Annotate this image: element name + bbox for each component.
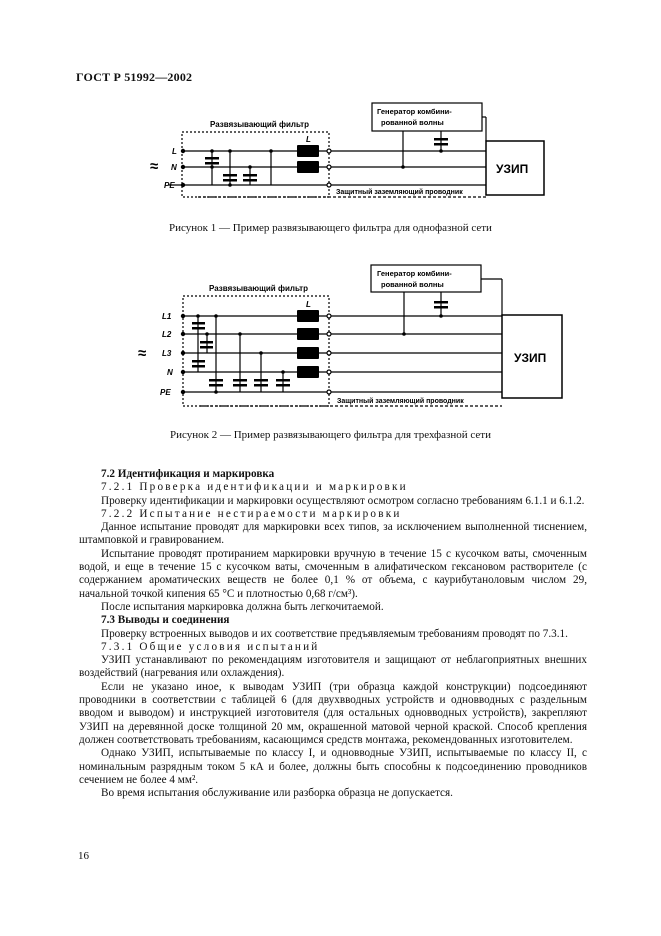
figure-2: Развязывающий фильтр Генератор комбини- … bbox=[0, 260, 661, 410]
body-text: 7.2 Идентификация и маркировка 7.2.1 Про… bbox=[79, 468, 587, 800]
line-label-l1: L1 bbox=[162, 312, 172, 321]
line-label-pe: PE bbox=[160, 388, 171, 397]
ac-symbol: ≈ bbox=[150, 158, 158, 175]
line-label-l: L bbox=[172, 147, 177, 156]
paragraph: Испытание проводят протиранием маркировк… bbox=[79, 547, 587, 600]
paragraph: Данное испытание проводят для маркировки… bbox=[79, 521, 587, 547]
line-label-n: N bbox=[171, 163, 177, 172]
paragraph: Проверку идентификации и маркировки осущ… bbox=[101, 494, 585, 507]
inductor bbox=[297, 145, 319, 157]
device-label: УЗИП bbox=[496, 162, 528, 176]
paragraph: После испытания маркировка должна быть л… bbox=[101, 600, 384, 613]
document-code: ГОСТ Р 51992—2002 bbox=[76, 70, 193, 84]
section-heading: 7.3 Выводы и соединения bbox=[101, 614, 230, 627]
page-number: 16 bbox=[78, 850, 89, 862]
subsection-heading: 7.3.1 Общие условия испытаний bbox=[101, 640, 320, 653]
line-label-n: N bbox=[167, 368, 173, 377]
paragraph: Однако УЗИП, испытываемые по классу I, и… bbox=[79, 747, 587, 786]
device-label: УЗИП bbox=[514, 351, 546, 365]
figure-1-diagram: Развязывающий фильтр Генератор комбини- … bbox=[150, 102, 545, 198]
generator-label: рованной волны bbox=[381, 280, 444, 289]
inductor-label: L bbox=[306, 135, 311, 144]
paragraph: УЗИП устанавливают по рекомендациям изго… bbox=[79, 654, 587, 680]
filter-label: Развязывающий фильтр bbox=[210, 120, 309, 129]
section-heading: 7.2 Идентификация и маркировка bbox=[101, 468, 275, 480]
conductor-label: Защитный заземляющий проводник bbox=[336, 188, 463, 196]
subsection-heading: 7.2.2 Испытание нестираемости маркировки bbox=[101, 507, 402, 520]
subsection-heading: 7.2.1 Проверка идентификации и маркировк… bbox=[101, 481, 408, 494]
generator-label: Генератор комбини- bbox=[377, 107, 452, 116]
line-label-l2: L2 bbox=[162, 330, 172, 339]
device-box bbox=[501, 314, 563, 399]
paragraph: Проверку встроенных выводов и их соответ… bbox=[101, 627, 568, 640]
device-box bbox=[485, 140, 545, 196]
filter-label: Развязывающий фильтр bbox=[209, 284, 308, 293]
generator-label: Генератор комбини- bbox=[377, 269, 452, 278]
paragraph: Во время испытания обслуживание или разб… bbox=[101, 787, 453, 800]
figure-2-caption: Рисунок 2 — Пример развязывающего фильтр… bbox=[169, 429, 491, 441]
line-label-pe: PE bbox=[164, 181, 175, 190]
ac-symbol: ≈ bbox=[138, 345, 146, 362]
line-label-l3: L3 bbox=[162, 349, 172, 358]
figure-1-caption: Рисунок 1 — Пример развязывающего фильтр… bbox=[169, 222, 492, 234]
inductor-label: L bbox=[306, 300, 311, 309]
paragraph: Если не указано иное, к выводам УЗИП (тр… bbox=[79, 680, 587, 746]
conductor-label: Защитный заземляющий проводник bbox=[337, 397, 464, 405]
figure-2-diagram: Развязывающий фильтр Генератор комбини- … bbox=[138, 264, 563, 407]
inductor bbox=[297, 161, 319, 173]
generator-label: рованной волны bbox=[381, 118, 444, 127]
figure-1: Развязывающий фильтр Генератор комбини- … bbox=[0, 95, 661, 215]
